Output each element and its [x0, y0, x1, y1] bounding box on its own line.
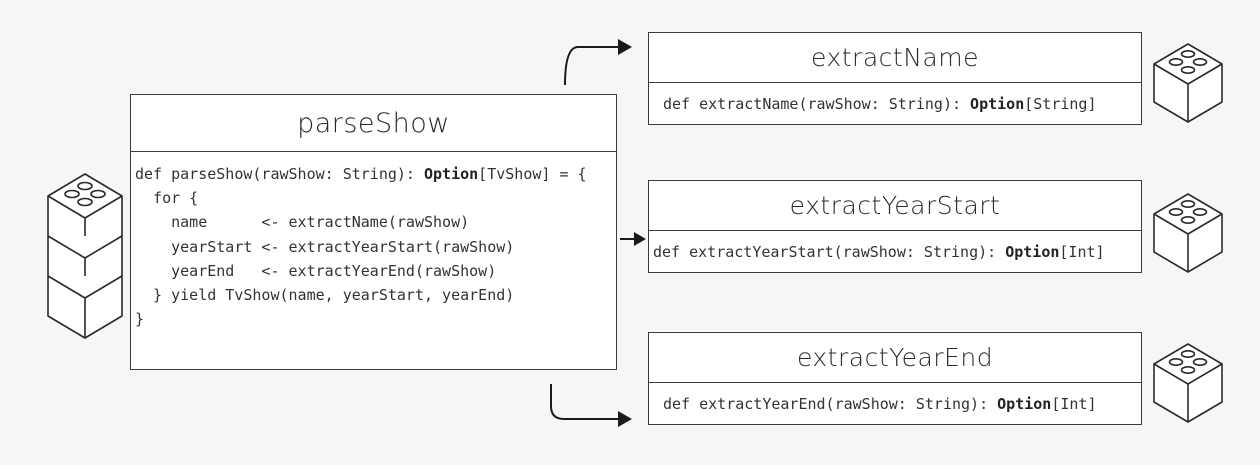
- code-line: } yield TvShow(name, yearStart, yearEnd): [135, 283, 616, 307]
- code-text: [TvShow] = {: [478, 165, 587, 183]
- arrow-to-extract-name: [564, 46, 618, 86]
- code-signature: def extractYearStart(rawShow: String): O…: [649, 231, 1141, 273]
- code-signature: def extractName(rawShow: String): Option…: [649, 83, 1141, 125]
- code-line: yearEnd <- extractYearEnd(rawShow): [135, 259, 616, 283]
- card-title: extractYearEnd: [649, 333, 1141, 383]
- code-text: def extractYearEnd(rawShow: String):: [663, 395, 998, 413]
- extract-name-card: extractName def extractName(rawShow: Str…: [648, 32, 1142, 125]
- code-text: [Int]: [1059, 243, 1105, 261]
- code-keyword: Option: [970, 95, 1025, 113]
- stacked-brick-icon: [47, 173, 123, 339]
- card-title: extractYearStart: [649, 181, 1141, 231]
- arrow-head-extract-year-end: [618, 411, 632, 427]
- code-text: def extractYearStart(rawShow: String):: [653, 243, 1006, 261]
- code-text: yearStart <- extractYearStart(rawShow): [135, 237, 515, 256]
- extract-year-end-card: extractYearEnd def extractYearEnd(rawSho…: [648, 332, 1142, 425]
- parse-show-card: parseShow def parseShow(rawShow: String)…: [130, 94, 617, 370]
- card-title: extractName: [649, 33, 1141, 83]
- code-text: [Int]: [1051, 395, 1097, 413]
- code-text: def extractName(rawShow: String):: [663, 95, 971, 113]
- code-text: name <- extractName(rawShow): [135, 213, 470, 232]
- brick-icon: [1153, 193, 1223, 273]
- code-keyword: Option: [1005, 243, 1060, 261]
- arrow-head-extract-name: [618, 39, 632, 55]
- code-block: def parseShow(rawShow: String): Option[T…: [131, 152, 616, 331]
- code-text: [String]: [1024, 95, 1097, 113]
- code-text: yearEnd <- extractYearEnd(rawShow): [135, 261, 497, 280]
- arrow-head-extract-year-start: [634, 232, 646, 246]
- extract-year-start-card: extractYearStart def extractYearStart(ra…: [648, 180, 1142, 273]
- code-line: }: [135, 307, 616, 331]
- code-keyword: Option: [423, 165, 479, 183]
- brick-icon: [1153, 343, 1223, 423]
- card-title: parseShow: [131, 95, 616, 152]
- code-signature: def extractYearEnd(rawShow: String): Opt…: [649, 383, 1141, 425]
- brick-icon: [1153, 43, 1223, 123]
- code-keyword: Option: [997, 395, 1052, 413]
- code-line: name <- extractName(rawShow): [135, 210, 616, 234]
- code-text: def parseShow(rawShow: String):: [135, 165, 424, 183]
- code-line: yearStart <- extractYearStart(rawShow): [135, 235, 616, 259]
- code-text: for {: [135, 189, 199, 208]
- code-text: }: [135, 310, 145, 329]
- arrow-to-extract-year-end: [550, 384, 618, 420]
- code-line: for {: [135, 186, 616, 210]
- code-line: def parseShow(rawShow: String): Option[T…: [135, 162, 616, 186]
- code-text: } yield TvShow(name, yearStart, yearEnd): [135, 286, 515, 305]
